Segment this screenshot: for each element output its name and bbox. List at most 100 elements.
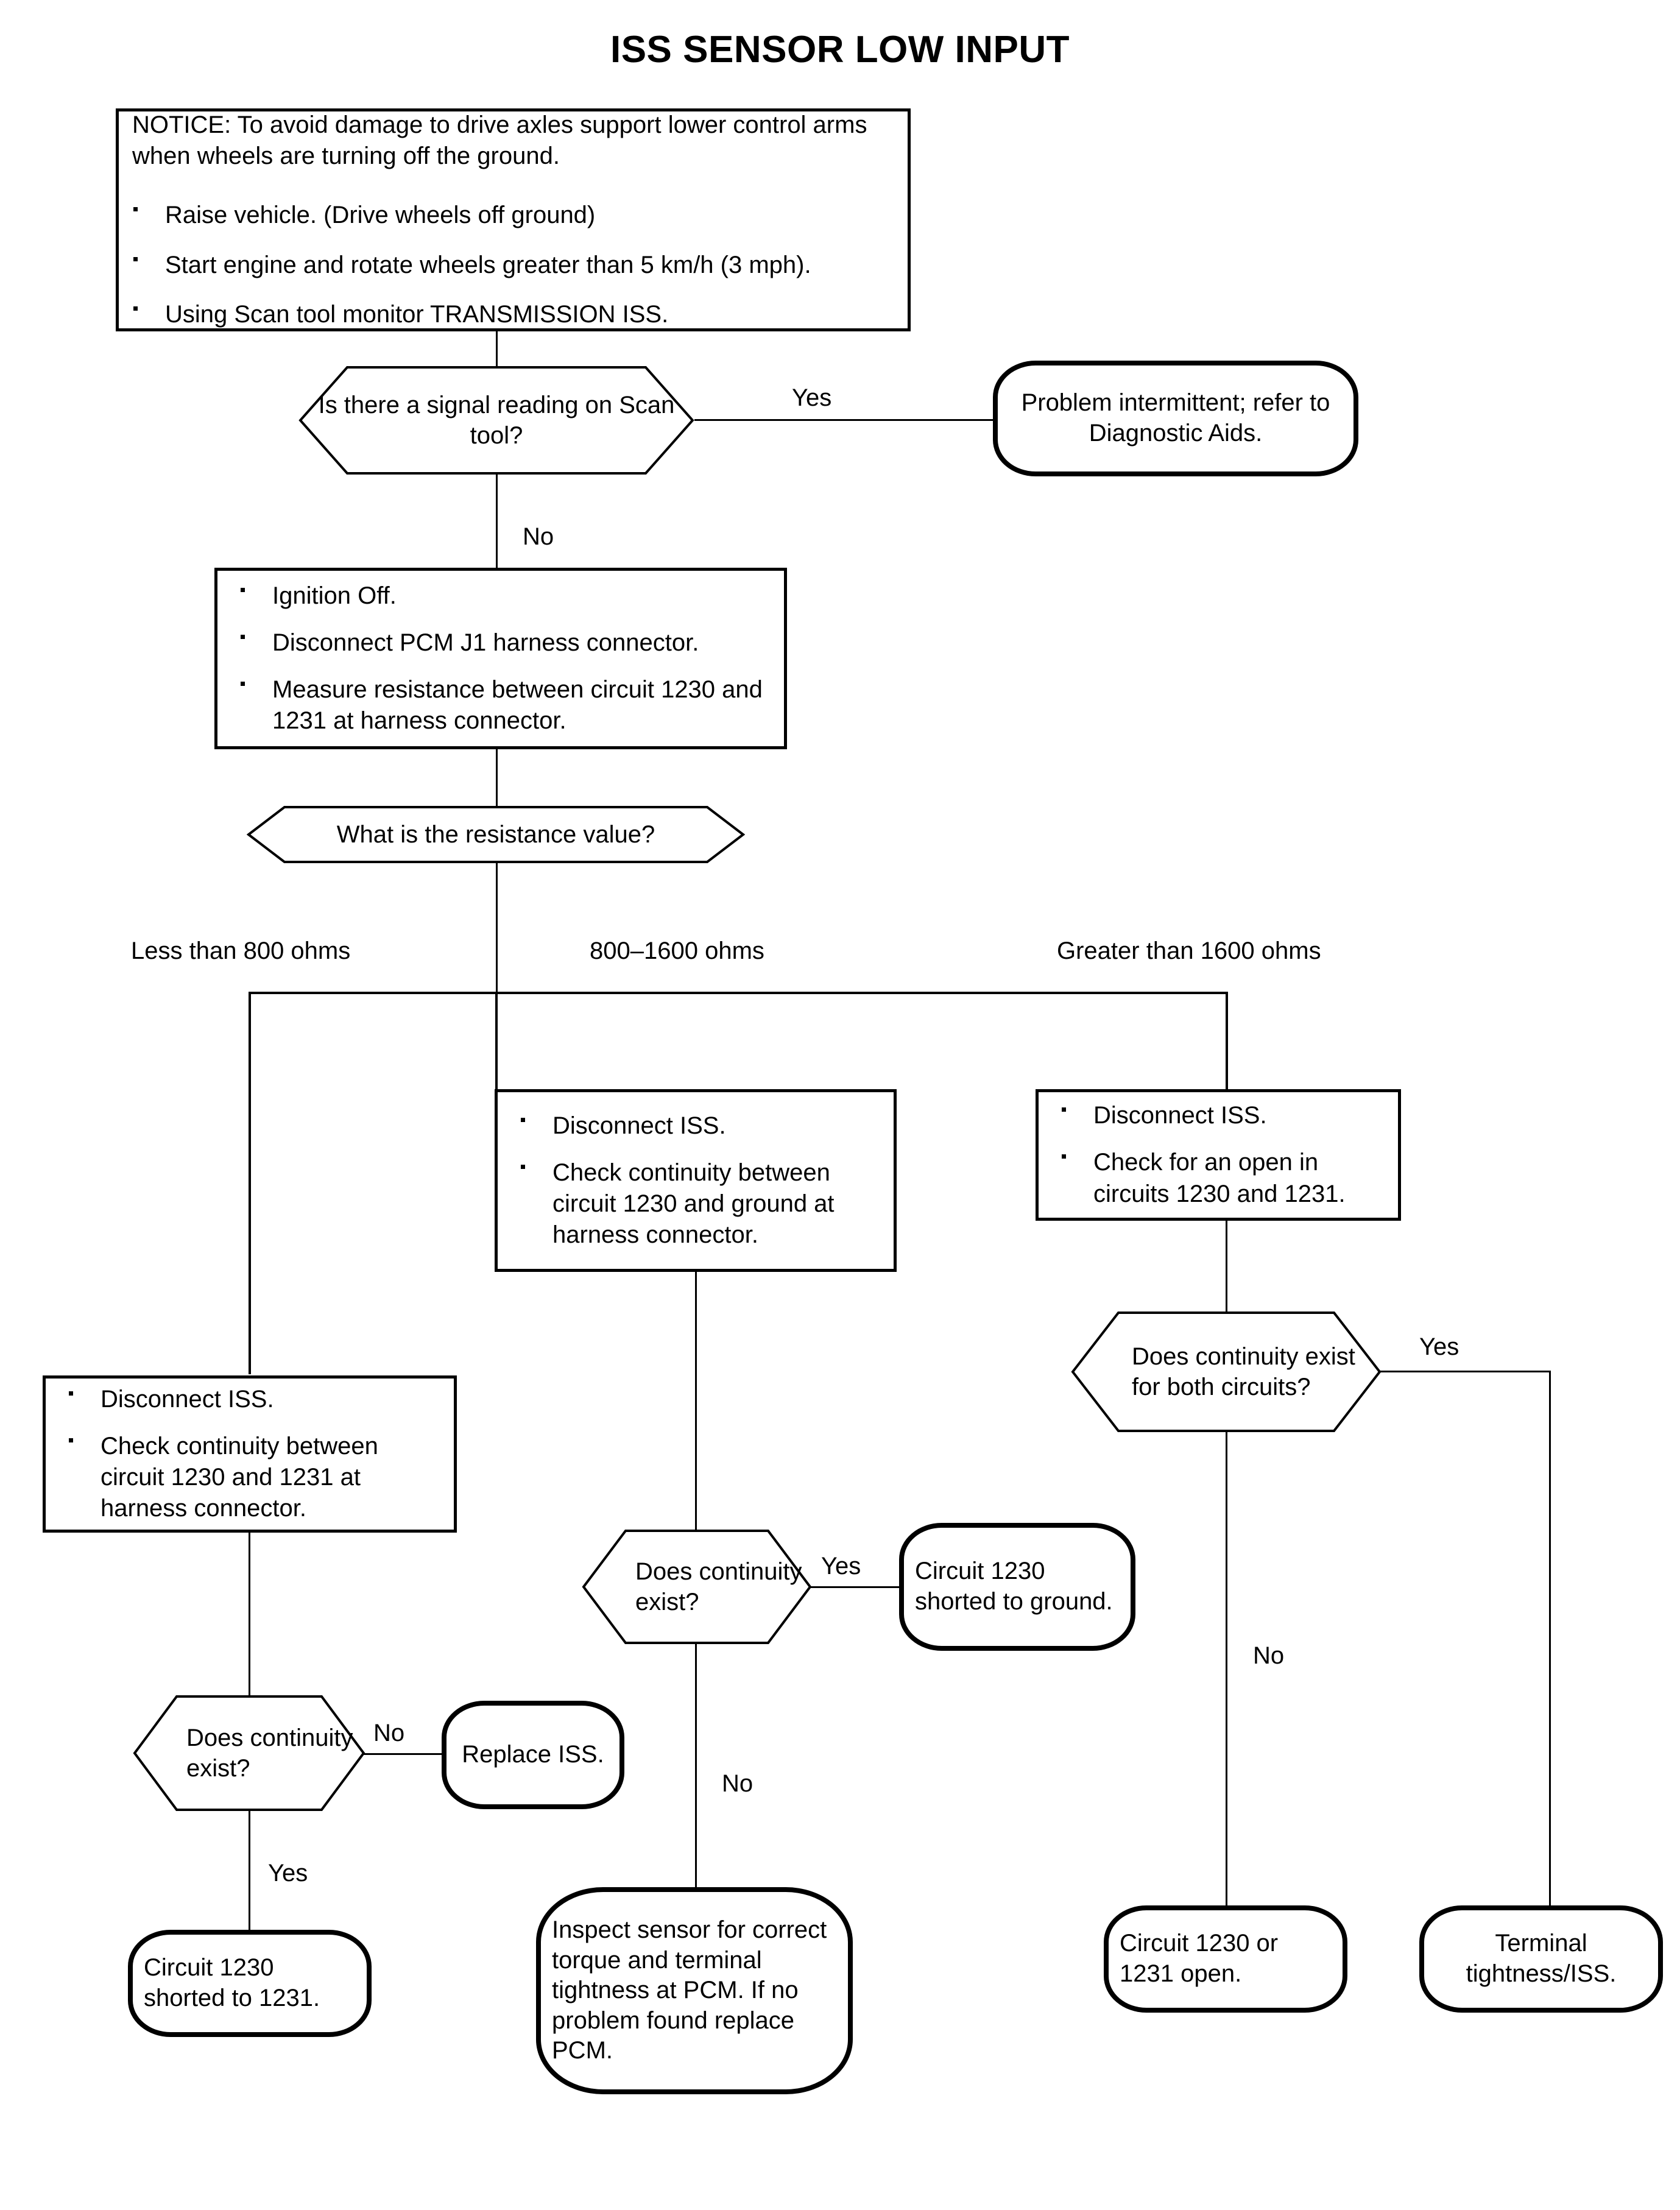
list-item: Start engine and rotate wheels greater t… [119,250,908,281]
decision-label: What is the resistance value? [247,805,745,864]
terminal-text: Inspect sensor for correct torque and te… [552,1916,827,2064]
bullet-icon [54,1431,101,1525]
decision-label: Does continuity exist? [582,1529,812,1645]
connector-right-process-to-qR [1226,1221,1227,1316]
process-bullet-text: Disconnect PCM J1 harness connector. [272,629,699,656]
process-mid-check: Disconnect ISS. Check continuity between… [495,1089,897,1272]
edge-label-res-mid: 800–1600 ohms [590,937,764,964]
connector-branch-middle [495,992,498,1089]
edge-label-both-yes: Yes [1419,1333,1459,1360]
process-bullet-text: Disconnect ISS. [101,1385,274,1413]
connector-qR-no [1226,1432,1227,1905]
decision-text: Is there a signal reading on Scan tool? [318,392,675,449]
decision-label: Does continuity exist for both circuits? [1071,1311,1382,1433]
connector-left-process-to-qL [249,1533,250,1696]
page-title: ISS SENSOR LOW INPUT [610,29,1070,71]
edge-label-mid-yes: Yes [821,1553,861,1580]
mid-bullet-list: Disconnect ISS. Check continuity between… [498,1110,894,1251]
connector-q1-no [496,474,498,570]
list-item: Check continuity between circuit 1230 an… [54,1431,438,1525]
decision-text: What is the resistance value? [336,821,655,848]
process-bullet-text: Disconnect ISS. [1093,1102,1267,1129]
edge-label-res-less: Less than 800 ohms [131,937,351,964]
process-bullet-text: Check continuity between circuit 1230 an… [101,1432,378,1522]
decision-signal-reading: Is there a signal reading on Scan tool? [298,365,694,475]
list-item: Raise vehicle. (Drive wheels off ground) [119,200,908,231]
list-item: Disconnect ISS. [54,1384,438,1415]
terminal-inspect-sensor: Inspect sensor for correct torque and te… [536,1887,853,2094]
connector-branch-left [249,992,251,1374]
hexagon-shape [1071,1312,1382,1432]
list-item: Disconnect ISS. [506,1110,878,1142]
connector-q2-stem [496,863,498,993]
decision-continuity-both: Does continuity exist for both circuits? [1071,1311,1382,1433]
terminal-replace-iss: Replace ISS. [442,1701,624,1809]
process-bullet-text: Check for an open in circuits 1230 and 1… [1093,1149,1346,1207]
bullet-icon [54,1384,101,1415]
list-item: Disconnect PCM J1 harness connector. [226,627,768,658]
process-bullet-text: Measure resistance between circuit 1230 … [272,676,763,735]
connector-qM-yes [809,1586,899,1588]
bullet-icon [119,299,165,330]
process-bullet-text: Disconnect ISS. [552,1112,726,1139]
list-item: Measure resistance between circuit 1230 … [226,674,768,736]
edge-label-left-yes: Yes [268,1860,308,1887]
notice-heading: NOTICE: To avoid damage to drive axles s… [132,111,867,170]
terminal-shorted-to-1231: Circuit 1230 shorted to 1231. [128,1930,372,2037]
bullet-icon [119,250,165,281]
decision-resistance-value: What is the resistance value? [247,805,745,864]
connector-branch-bus [249,992,1228,994]
connector-p1-to-q2 [496,749,498,810]
bullet-icon [226,674,272,736]
hexagon-shape [582,1530,812,1644]
notice-bullet-text: Raise vehicle. (Drive wheels off ground) [165,202,596,229]
terminal-circuit-open: Circuit 1230 or 1231 open. [1104,1905,1347,2013]
list-item: Disconnect ISS. [1047,1100,1382,1131]
connector-qR-yes-h [1378,1371,1550,1372]
right-bullet-list: Disconnect ISS. Check for an open in cir… [1039,1100,1398,1210]
connector-branch-right [1226,992,1228,1089]
decision-text: Does continuity exist? [635,1558,802,1615]
left-bullet-list: Disconnect ISS. Check continuity between… [46,1384,454,1525]
decision-continuity-left: Does continuity exist? [133,1695,365,1812]
connector-qM-no [695,1643,697,1887]
decision-label: Does continuity exist? [133,1695,365,1812]
terminal-text: Circuit 1230 shorted to 1231. [144,1954,320,2011]
bullet-icon [506,1157,552,1251]
process-bullet-text: Check continuity between circuit 1230 an… [552,1159,835,1249]
edge-label-signal-no: No [523,523,554,550]
hexagon-shape [298,366,694,475]
list-item: Check continuity between circuit 1230 an… [506,1157,878,1251]
connector-qR-yes-v [1549,1371,1551,1905]
process-bullet-text: Ignition Off. [272,582,397,609]
terminal-text: Replace ISS. [462,1741,604,1768]
terminal-tightness-iss: Terminal tightness/ISS. [1419,1905,1663,2013]
notice-box: NOTICE: To avoid damage to drive axles s… [116,108,911,331]
connector-q1-yes [694,419,993,421]
connector-qL-no [362,1753,442,1755]
connector-qL-yes [249,1810,250,1930]
terminal-text: Circuit 1230 or 1231 open. [1120,1930,1279,1987]
edge-label-mid-no: No [722,1770,754,1797]
bullet-icon [1047,1147,1093,1209]
connector-notice-to-q1 [496,331,498,392]
edge-label-res-greater: Greater than 1600 ohms [1057,937,1321,964]
edge-label-signal-yes: Yes [792,384,832,411]
edge-label-both-no: No [1253,1642,1285,1669]
list-item: Using Scan tool monitor TRANSMISSION ISS… [119,299,908,330]
notice-bullet-text: Using Scan tool monitor TRANSMISSION ISS… [165,300,669,328]
hexagon-shape [133,1695,365,1811]
notice-bullet-text: Start engine and rotate wheels greater t… [165,251,811,278]
bullet-icon [226,581,272,612]
process-ignition: Ignition Off. Disconnect PCM J1 harness … [214,568,787,749]
terminal-text: Problem intermittent; refer to Diagnosti… [1021,389,1330,447]
decision-continuity-mid: Does continuity exist? [582,1529,812,1645]
terminal-text: Circuit 1230 shorted to ground. [915,1558,1113,1615]
terminal-problem-intermittent: Problem intermittent; refer to Diagnosti… [993,361,1358,476]
bullet-icon [226,627,272,658]
process-left-check: Disconnect ISS. Check continuity between… [43,1375,457,1533]
bullet-icon [506,1110,552,1142]
process-right-check: Disconnect ISS. Check for an open in cir… [1036,1089,1401,1221]
decision-label: Is there a signal reading on Scan tool? [298,365,694,475]
